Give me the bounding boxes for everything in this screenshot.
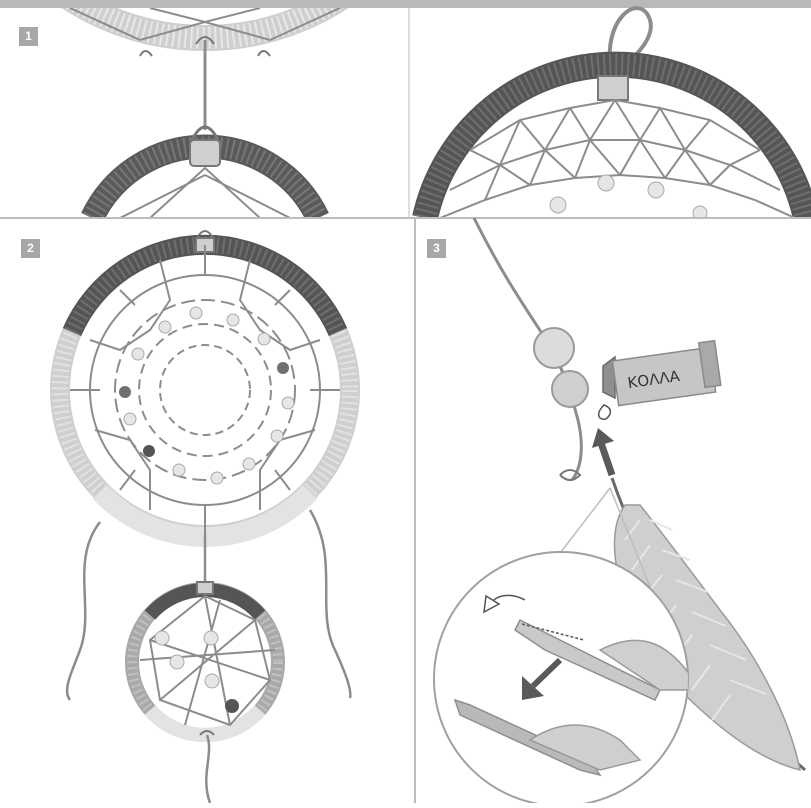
bead-large xyxy=(534,328,574,368)
panel-3: ΚΟΛΛΑ xyxy=(427,218,805,803)
glue-drop-icon xyxy=(599,405,611,419)
step-3-number: 3 xyxy=(427,239,446,258)
top-bar xyxy=(0,0,811,8)
step-2-number: 2 xyxy=(21,239,40,258)
large-hoop-top xyxy=(0,0,453,56)
panel-1-right xyxy=(425,8,806,220)
panel-2 xyxy=(60,231,350,803)
right-tail-cord xyxy=(310,510,350,698)
small-hoop-top xyxy=(92,127,318,218)
cord-knot xyxy=(560,470,580,480)
arrow-up-icon xyxy=(592,428,614,475)
glue-tube: ΚΟΛΛΑ xyxy=(603,341,721,406)
panel-1-left xyxy=(0,0,453,218)
left-tail-cord xyxy=(67,522,100,700)
big-hoop xyxy=(60,231,350,537)
bead-medium xyxy=(552,371,588,407)
step-1-number: 1 xyxy=(19,27,38,46)
